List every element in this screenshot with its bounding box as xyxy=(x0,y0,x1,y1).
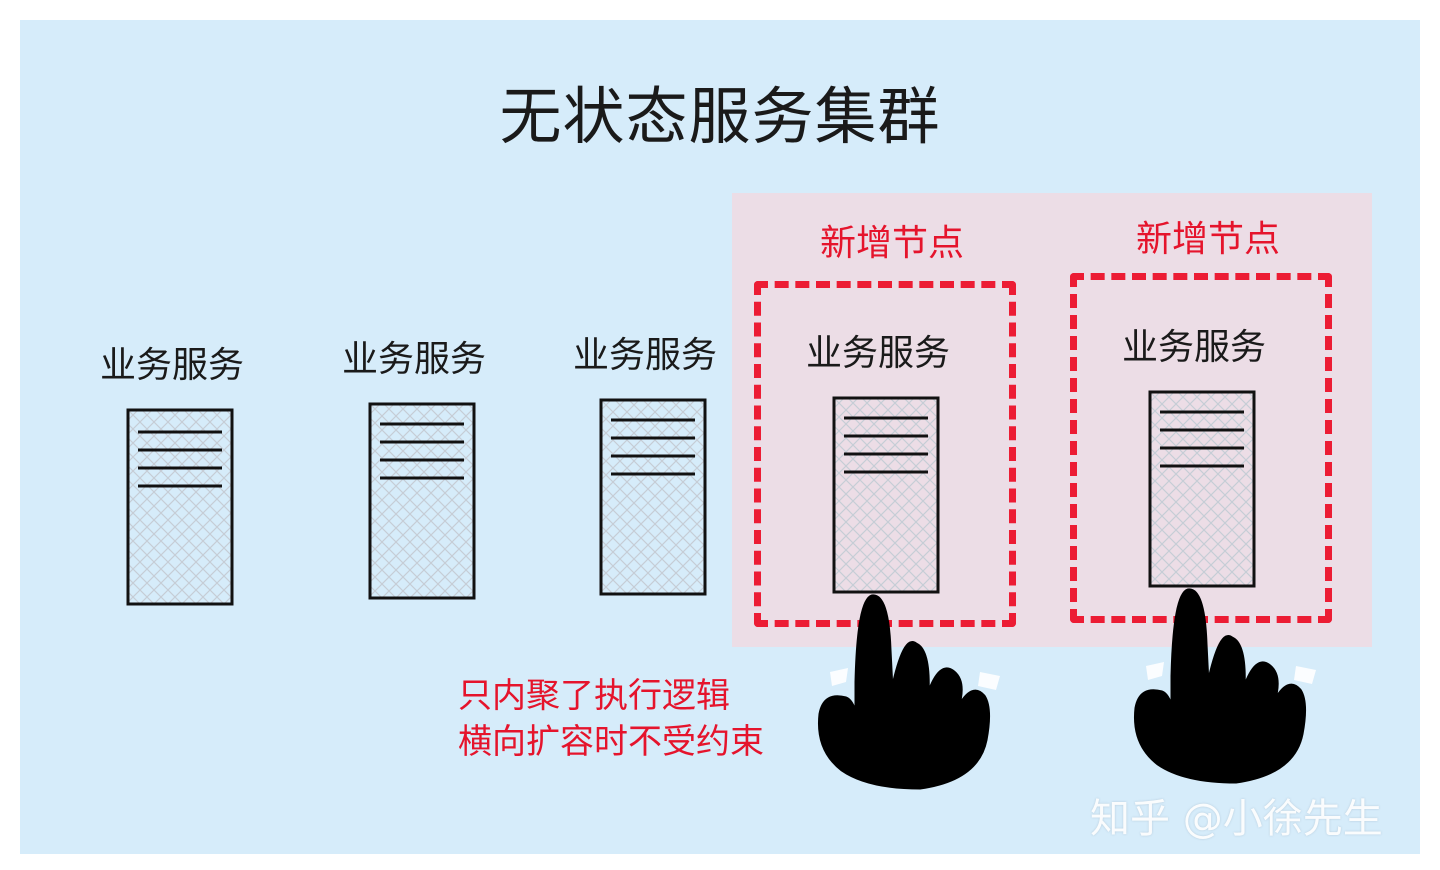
new-node-label-2: 新增节点 xyxy=(1136,219,1281,260)
service-label-5: 业务服务 xyxy=(1122,327,1267,368)
server-icon xyxy=(832,396,940,594)
note-line-1: 只内聚了执行逻辑 xyxy=(458,676,730,716)
new-node-label-1: 新增节点 xyxy=(820,223,965,264)
service-label-3: 业务服务 xyxy=(573,335,718,376)
watermark: 知乎 @小徐先生 xyxy=(1090,796,1383,842)
pointing-hand-icon xyxy=(1133,588,1316,784)
server-icon xyxy=(368,402,476,600)
server-icon xyxy=(126,408,234,606)
pointing-hand-icon xyxy=(817,594,1000,790)
service-label-1: 业务服务 xyxy=(100,345,245,386)
server-icon xyxy=(1148,390,1256,588)
server-icon xyxy=(599,398,707,596)
diagram-title: 无状态服务集群 xyxy=(499,80,941,153)
note-line-2: 横向扩容时不受约束 xyxy=(458,722,764,762)
service-label-4: 业务服务 xyxy=(806,333,951,374)
service-label-2: 业务服务 xyxy=(342,339,487,380)
